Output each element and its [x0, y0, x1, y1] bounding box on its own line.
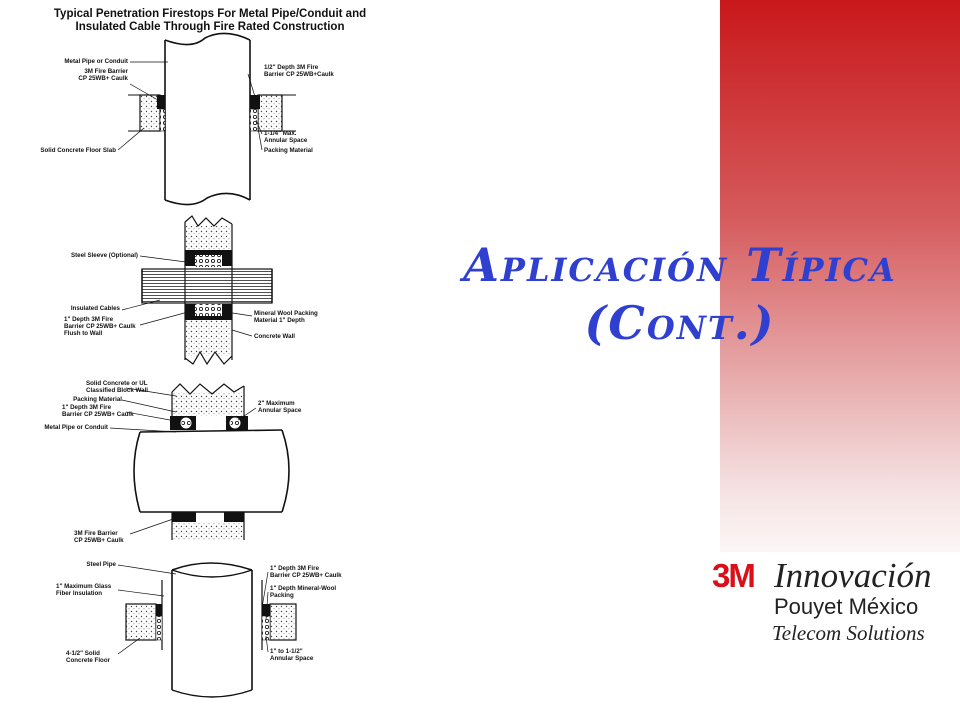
- label-metal-pipe-3: Metal Pipe or Conduit: [44, 424, 108, 431]
- slide-title-line1: Aplicación Típica: [463, 238, 897, 292]
- label-depth-caulk-1: 1/2" Depth 3M Fire Barrier CP 25WB+Caulk: [264, 64, 334, 78]
- label-mineral-wool-4: 1" Depth Mineral-Wool Packing: [270, 585, 337, 599]
- figure-title-line2: Insulated Cable Through Fire Rated Const…: [75, 21, 345, 33]
- figure-title: Typical Penetration Firestops For Metal …: [10, 8, 410, 34]
- label-depth-caulk-4: 1" Depth 3M Fire Barrier CP 25WB+ Caulk: [270, 565, 342, 579]
- diagram-pipe-through-floor: [117, 32, 296, 206]
- label-packing-3: Packing Material: [73, 396, 122, 403]
- label-fire-barrier-1: 3M Fire Barrier CP 25WB+ Caulk: [78, 68, 128, 82]
- label-concrete-wall: Concrete Wall: [254, 333, 296, 340]
- label-concrete-floor: 4-1/2" Solid Concrete Floor: [66, 650, 111, 664]
- label-glass-fiber: 1" Maximum Glass Fiber Insulation: [56, 583, 112, 597]
- label-insulated-cables: Insulated Cables: [70, 305, 120, 312]
- label-metal-pipe-1: Metal Pipe or Conduit: [64, 58, 128, 65]
- label-fire-barrier-3: 3M Fire Barrier CP 25WB+ Caulk: [74, 530, 124, 544]
- diagram-insulated-pipe-through-floor: [117, 562, 297, 698]
- label-annular-4: 1" to 1-1/2" Annular Space: [270, 648, 314, 662]
- diagram-cables-through-wall: [121, 215, 273, 366]
- label-packing-1: Packing Material: [264, 147, 313, 154]
- slide-title: Aplicación Típica (Cont.): [400, 236, 960, 352]
- label-floor-slab-1: Solid Concrete Floor Slab: [40, 147, 116, 154]
- firestop-drawings: [109, 32, 297, 698]
- figure-title-line1: Typical Penetration Firestops For Metal …: [53, 8, 367, 20]
- brand-tagline: Innovación: [774, 556, 932, 595]
- diagram-pipe-through-block-wall: [109, 383, 290, 540]
- brand-company: Pouyet México: [774, 594, 919, 619]
- label-depth-caulk-3: 1" Depth 3M Fire Barrier CP 25WB+ Caulk: [62, 404, 134, 418]
- brand-logo: 3M Innovación Pouyet México Telecom Solu…: [704, 552, 960, 650]
- label-block-wall: Solid Concrete or UL Classified Block Wa…: [86, 380, 149, 394]
- firestop-figure: Typical Penetration Firestops For Metal …: [0, 0, 420, 720]
- label-annular-1: 1-1/4" Max. Annular Space: [264, 130, 308, 144]
- brand-3m-mark: 3M: [712, 557, 756, 594]
- label-depth-caulk-2: 1" Depth 3M Fire Barrier CP 25WB+ Caulk …: [64, 316, 136, 337]
- label-mineral-wool-2: Mineral Wool Packing Material 1" Depth: [254, 310, 318, 324]
- slide-title-line2: (Cont.): [584, 296, 776, 350]
- brand-division: Telecom Solutions: [772, 621, 925, 645]
- label-steel-sleeve: Steel Sleeve (Optional): [70, 252, 138, 259]
- label-annular-3: 2" Maximum Annular Space: [258, 400, 302, 414]
- label-steel-pipe: Steel Pipe: [86, 561, 116, 568]
